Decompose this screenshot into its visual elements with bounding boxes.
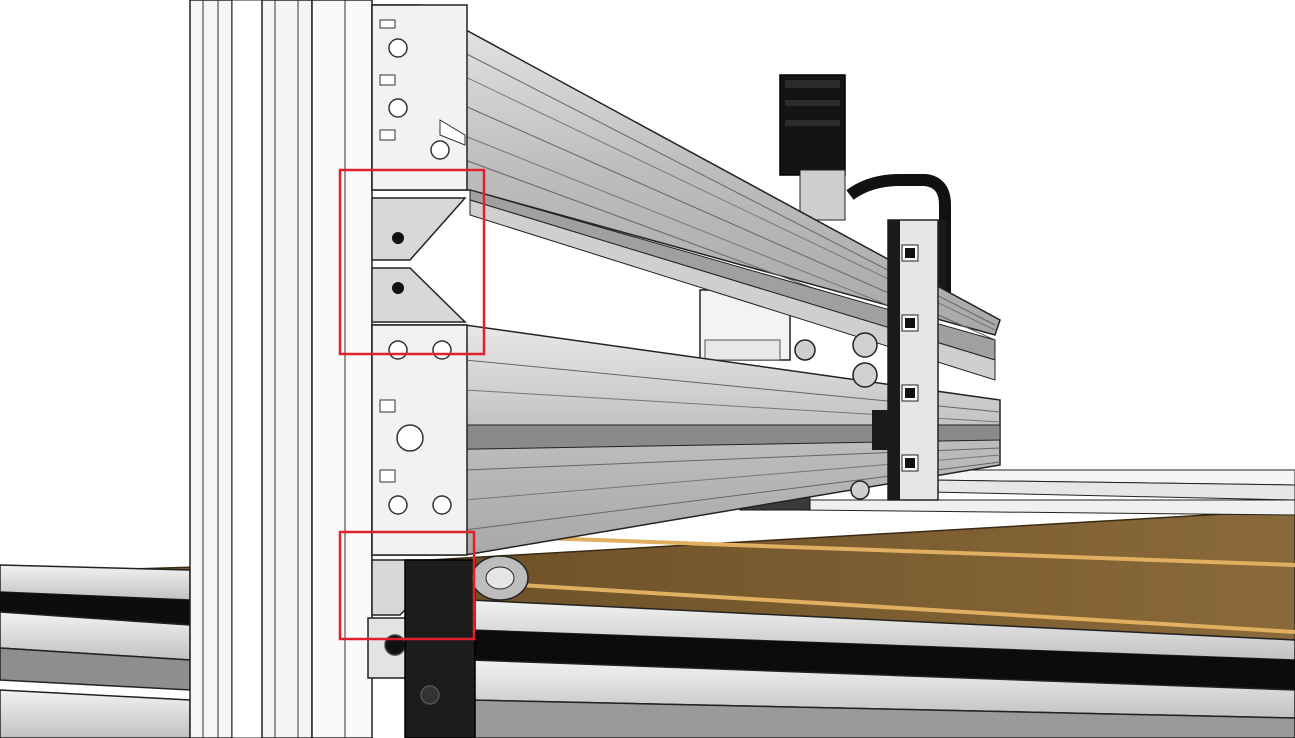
lower-corner-bracket	[367, 555, 529, 738]
gantry-carriage-plate	[794, 219, 939, 501]
upper-extrusion-profile	[371, 4, 468, 191]
highlight-box-lower	[338, 530, 476, 641]
vertical-uprights	[189, 0, 373, 738]
upper-corner-bracket	[371, 197, 467, 323]
z-axis-assembly	[699, 74, 846, 511]
lower-extrusion-profile	[371, 324, 468, 556]
highlight-box-upper	[338, 168, 486, 356]
